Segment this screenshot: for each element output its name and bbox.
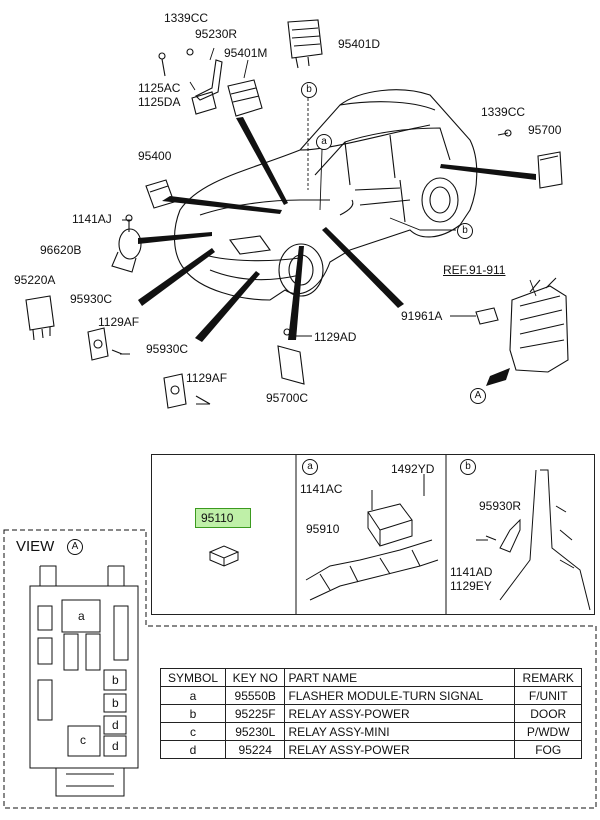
label-91961a: 91961A [401,309,443,323]
bracket-95230r [186,48,223,115]
label-95930c-2: 95930C [146,342,189,356]
cell-part-name: FLASHER MODULE-TURN SIGNAL [284,686,516,705]
label-1129ey: 1129EY [450,579,492,593]
label-95110[interactable]: 95110 [201,511,234,525]
sensor-95930c-2 [163,373,211,409]
module-95400 [145,179,175,209]
label-95220a: 95220A [14,273,56,287]
highlight-95110[interactable] [195,508,251,528]
inset-art [208,454,591,615]
header-remark: REMARK [514,668,582,687]
view-title: VIEW [16,538,54,555]
cell-remark: P/WDW [514,722,582,741]
cell-part-name: RELAY ASSY-POWER [284,704,516,723]
label-1141aj: 1141AJ [72,212,112,226]
label-ref: REF.91-911 [443,263,506,277]
view-slot-c: c [80,733,86,747]
callout-view-a: A [470,388,486,404]
cell-key-no: 95550B [224,686,286,705]
module-95700 [504,129,563,189]
label-1492yd: 1492YD [391,462,435,476]
view-title-text: VIEW [16,538,55,555]
label-95400: 95400 [138,149,172,163]
cell-remark: DOOR [514,704,582,723]
view-a-art [3,529,597,809]
detail-panel [151,454,595,615]
label-1129ad: 1129AD [314,330,357,344]
label-1339cc-top: 1339CC [164,11,209,25]
cell-part-name: RELAY ASSY-MINI [284,722,516,741]
label-95230r: 95230R [195,27,238,41]
label-95910: 95910 [306,522,340,536]
label-95930r: 95930R [479,499,522,513]
cell-remark: F/UNIT [514,686,582,705]
bolt-1125ac [158,52,166,77]
view-letter: A [67,539,83,555]
relay-91961a [475,307,499,325]
cell-key-no: 95224 [224,740,286,759]
table-row[interactable]: a 95550B FLASHER MODULE-TURN SIGNAL F/UN… [160,686,582,705]
label-95401d: 95401D [338,37,381,51]
callout-b-top: b [301,82,317,98]
label-1141ad: 1141AD [450,565,493,579]
view-slot-a: a [78,609,85,623]
label-1129af-2: 1129AF [186,371,228,385]
cell-symbol: a [160,686,226,705]
header-key-no: KEY NO [224,668,286,687]
table-row[interactable]: d 95224 RELAY ASSY-POWER FOG [160,740,582,759]
table-row[interactable]: b 95225F RELAY ASSY-POWER DOOR [160,704,582,723]
callout-b-panel: b [460,459,476,475]
callout-b-side: b [457,223,473,239]
label-1125da: 1125DA [138,95,181,109]
table-row[interactable]: c 95230L RELAY ASSY-MINI P/WDW [160,722,582,741]
sensor-95930c-1 [87,327,123,361]
module-95401d [287,19,323,69]
cell-remark: FOG [514,740,582,759]
label-1339cc-right: 1339CC [481,105,526,119]
cell-symbol: c [160,722,226,741]
view-slot-b1: b [112,673,119,687]
view-slot-d1: d [112,718,119,732]
cell-symbol: d [160,740,226,759]
view-slot-b2: b [112,696,119,710]
cell-key-no: 95225F [224,704,286,723]
label-95930c-1: 95930C [70,292,113,306]
cell-key-no: 95230L [224,722,286,741]
parts-table: SYMBOL KEY NO PART NAME REMARK a 95550B … [160,668,582,759]
module-95401m [227,79,263,117]
car-illustration [173,89,478,301]
label-1129af-1: 1129AF [98,315,140,329]
label-95401m: 95401M [224,46,268,60]
horn-96620b [111,214,142,273]
cell-symbol: b [160,704,226,723]
table-header-row: SYMBOL KEY NO PART NAME REMARK [160,668,582,687]
junction-box [509,277,569,373]
header-symbol: SYMBOL [160,668,226,687]
label-96620b: 96620B [40,243,82,257]
relay-95220a [25,295,55,341]
view-slot-d2: d [112,739,119,753]
label-95700: 95700 [528,123,562,137]
callout-a-panel: a [302,459,318,475]
leader-lines [138,117,536,386]
label-1141ac: 1141AC [300,482,343,496]
cell-part-name: RELAY ASSY-POWER [284,740,516,759]
label-1125ac: 1125AC [138,81,181,95]
header-part-name: PART NAME [284,668,516,687]
label-95700c: 95700C [266,391,309,405]
callout-a-top: a [316,134,332,150]
